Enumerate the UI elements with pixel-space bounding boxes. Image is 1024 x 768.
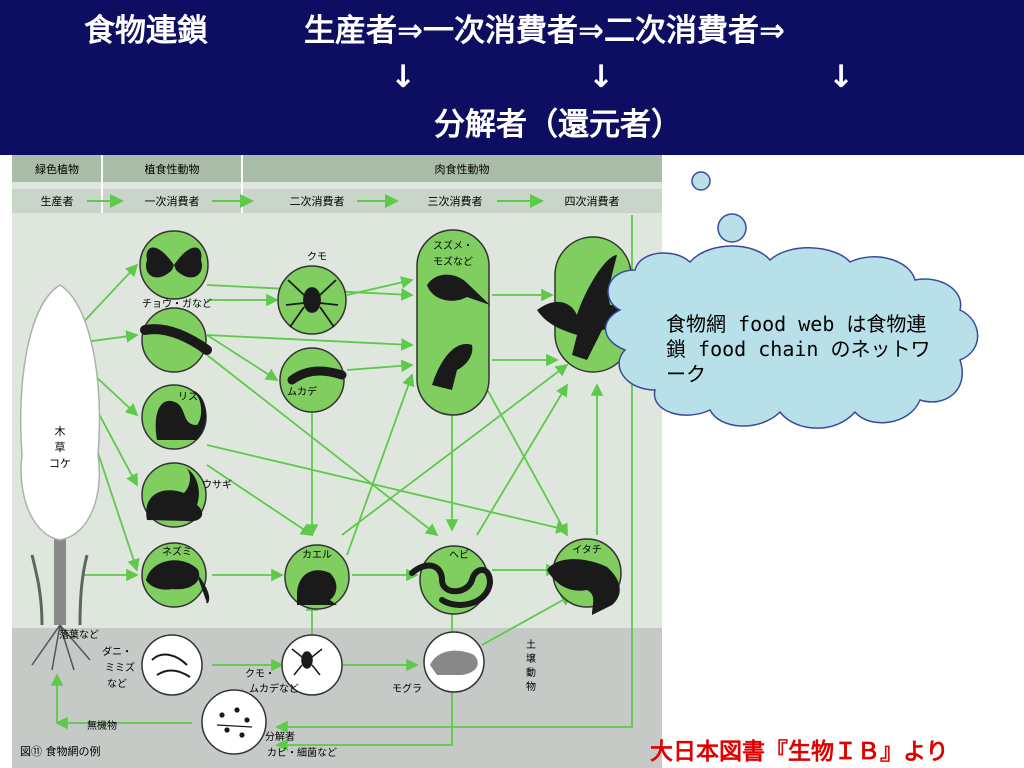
plant-label-tree: 木 bbox=[55, 425, 66, 438]
callout-text: 食物網 food web は食物連鎖 food chain のネットワーク bbox=[666, 312, 931, 386]
plant-label-grass: 草 bbox=[55, 441, 66, 454]
rabbit-icon bbox=[146, 467, 203, 522]
category-herbivores: 植食性動物 bbox=[145, 162, 200, 176]
mites-node bbox=[141, 634, 203, 696]
mole-icon bbox=[430, 650, 478, 675]
centipede-node bbox=[279, 347, 345, 413]
soil-spider-icon bbox=[291, 648, 323, 676]
squirrel-icon bbox=[155, 390, 207, 440]
decomposer-node bbox=[201, 689, 267, 755]
label-snake: ヘビ bbox=[449, 549, 469, 561]
spider-icon bbox=[285, 279, 339, 328]
cloud-dot-medium bbox=[691, 171, 711, 191]
label-spider: クモ bbox=[307, 251, 327, 263]
figure-caption: 図⑪ 食物網の例 bbox=[20, 744, 101, 758]
label-soil-animals-3: 動 bbox=[526, 666, 536, 679]
decomposer-label: 分解者（還元者） bbox=[434, 107, 682, 143]
label-mites-1: ダニ・ bbox=[102, 645, 132, 658]
mites-icon bbox=[151, 653, 191, 678]
food-web-diagram: 緑色植物 植食性動物 肉食性動物 生産者 一次消費者 二次消費者 三次消費者 四… bbox=[12, 155, 662, 768]
label-soil-animals-4: 物 bbox=[526, 680, 536, 693]
category-plants: 緑色植物 bbox=[35, 162, 79, 176]
label-decomposer-1: 分解者 bbox=[265, 730, 295, 743]
page-title: 食物連鎖 bbox=[84, 13, 208, 49]
label-soil-animals-1: 土 bbox=[526, 638, 536, 651]
caterpillar-node bbox=[141, 307, 207, 373]
decomposer-icon bbox=[216, 707, 253, 738]
sparrow-icon bbox=[427, 274, 490, 305]
label-birds-2: モズなど bbox=[433, 255, 473, 268]
birds-group-node bbox=[416, 229, 490, 416]
label-weasel: イタチ bbox=[572, 544, 602, 556]
label-litter: 落葉など bbox=[59, 628, 99, 641]
label-birds-1: スズメ・ bbox=[433, 239, 473, 252]
snake-icon bbox=[409, 562, 494, 608]
level-quaternary: 四次消費者 bbox=[565, 194, 620, 208]
category-carnivores: 肉食性動物 bbox=[435, 162, 490, 176]
label-soil-spider-1: クモ・ bbox=[245, 668, 275, 680]
label-inorganic: 無機物 bbox=[87, 719, 117, 732]
frog-icon bbox=[297, 570, 337, 605]
label-frog: カエル bbox=[302, 549, 332, 561]
level-secondary: 二次消費者 bbox=[290, 194, 345, 208]
cloud-shape bbox=[604, 245, 979, 429]
down-arrow-3: ↓ bbox=[828, 59, 854, 95]
butterfly-icon bbox=[146, 247, 202, 278]
eagle-icon bbox=[537, 255, 629, 360]
thought-cloud bbox=[604, 171, 979, 429]
label-rabbit: ウサギ bbox=[202, 479, 232, 491]
label-squirrel: リス bbox=[178, 392, 198, 403]
chain-sequence: 生産者⇒一次消費者⇒二次消費者⇒ bbox=[304, 13, 785, 49]
label-mouse: ネズミ bbox=[162, 545, 192, 558]
label-centipede: ムカデ bbox=[287, 385, 317, 398]
caterpillar-icon bbox=[140, 324, 212, 355]
down-arrow-1: ↓ bbox=[390, 59, 416, 95]
label-mites-2: ミミズ bbox=[105, 661, 135, 674]
mouse-icon bbox=[145, 560, 210, 604]
title-banner: 食物連鎖 生産者⇒一次消費者⇒二次消費者⇒ ↓ ↓ ↓ 分解者（還元者） bbox=[0, 0, 1024, 155]
source-credit: 大日本図書『生物ＩＢ』より bbox=[650, 739, 949, 765]
level-producer: 生産者 bbox=[41, 194, 74, 208]
label-soil-spider-2: ムカデなど bbox=[249, 682, 299, 695]
tree-icon bbox=[20, 284, 101, 671]
down-arrow-2: ↓ bbox=[588, 59, 614, 95]
level-tertiary: 三次消費者 bbox=[428, 194, 483, 208]
label-mole: モグラ bbox=[392, 682, 422, 695]
weasel-icon bbox=[547, 559, 620, 615]
level-primary: 一次消費者 bbox=[145, 194, 200, 208]
centipede-icon bbox=[287, 366, 347, 385]
label-butterfly: チョウ・ガなど bbox=[142, 298, 212, 310]
label-mites-3: など bbox=[107, 678, 127, 690]
label-soil-animals-2: 壌 bbox=[526, 653, 536, 665]
label-decomposer-2: カビ・細菌など bbox=[267, 746, 337, 759]
shrike-icon bbox=[432, 344, 473, 390]
cloud-dot-large bbox=[717, 213, 747, 243]
plant-label-moss: コケ bbox=[49, 457, 71, 470]
